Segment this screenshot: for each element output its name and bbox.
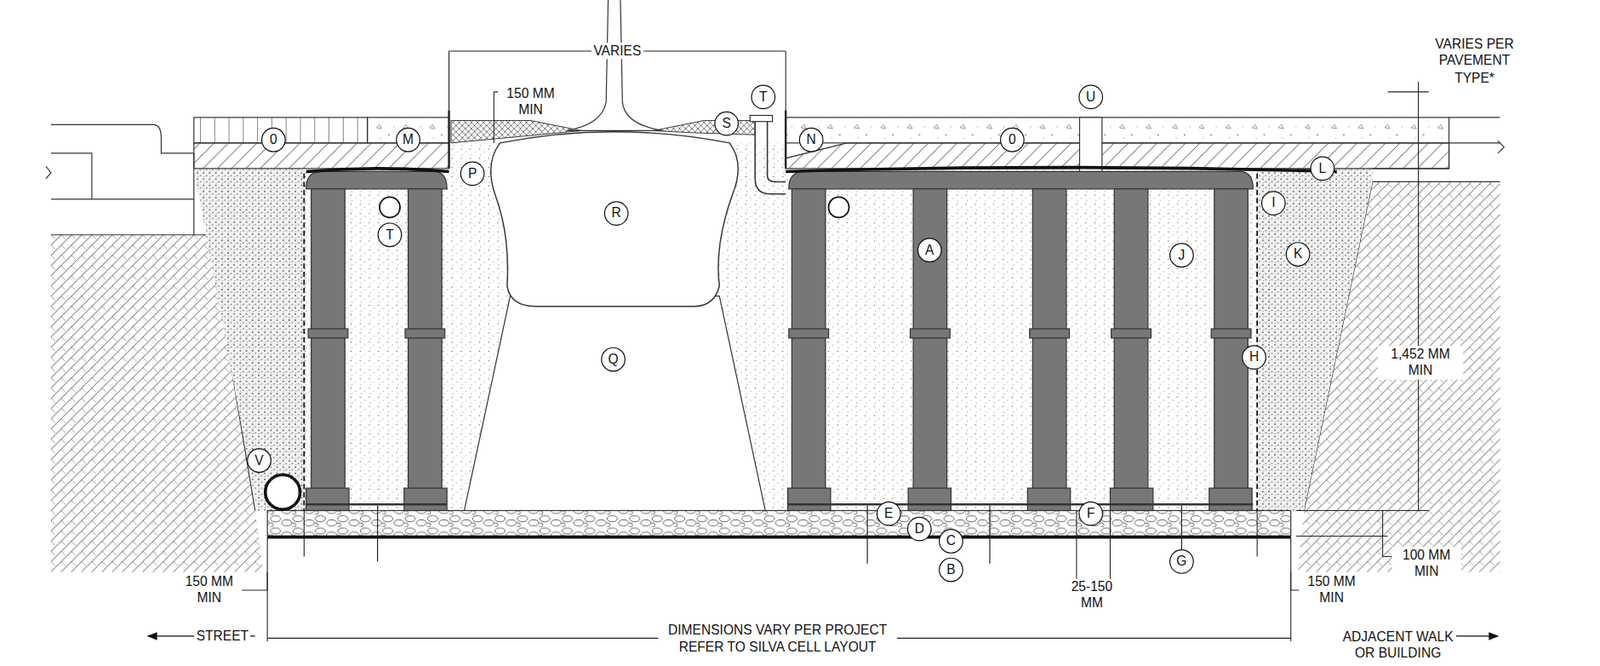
callout-letter: 0	[261, 127, 286, 153]
dimension-label: 1,452 MM MIN	[1377, 345, 1464, 379]
callout-letter: M	[395, 127, 421, 153]
callout-letter: G	[1169, 548, 1195, 574]
note-text: DIMENSIONS VARY PER PROJECT REFER TO SIL…	[657, 622, 898, 656]
dimension-label: 100 MM MIN	[1391, 546, 1462, 580]
callout-letter: L	[1309, 155, 1335, 181]
callout-letter: Q	[600, 347, 626, 372]
callout-letter: E	[876, 501, 902, 526]
callout-letter: H	[1241, 344, 1267, 370]
dimension-label: 25-150 MM	[1059, 578, 1126, 612]
callout-letter: P	[460, 160, 486, 186]
callout-letter: C	[938, 528, 964, 554]
callout-letter: I	[1261, 190, 1286, 216]
note-text: VARIES PER PAVEMENT TYPE*	[1426, 36, 1523, 86]
callout-letter: B	[938, 557, 964, 583]
callout-letter: J	[1169, 242, 1195, 268]
callout-letter: V	[246, 447, 272, 473]
callout-letter: A	[917, 237, 943, 263]
dimension-label: 150 MM MIN	[1298, 573, 1365, 607]
callout-letter: D	[907, 516, 932, 542]
direction-label: STREET	[194, 627, 251, 644]
callout-letter: R	[604, 200, 629, 226]
callout-letter: K	[1285, 241, 1311, 267]
dimension-label: VARIES	[591, 42, 644, 59]
callout-letter: S	[714, 111, 739, 137]
callout-letter: U	[1078, 85, 1103, 110]
callout-letter: T	[377, 222, 403, 247]
callout-letter: 0	[1000, 127, 1025, 153]
callout-letter: T	[750, 85, 776, 110]
callout-letter: F	[1078, 501, 1103, 526]
dimension-label: 150 MM MIN	[176, 573, 242, 607]
direction-label: ADJACENT WALK OR BUILDING	[1339, 628, 1457, 662]
dimension-label: 150 MM MIN	[497, 85, 564, 119]
callout-letter: N	[799, 127, 824, 153]
